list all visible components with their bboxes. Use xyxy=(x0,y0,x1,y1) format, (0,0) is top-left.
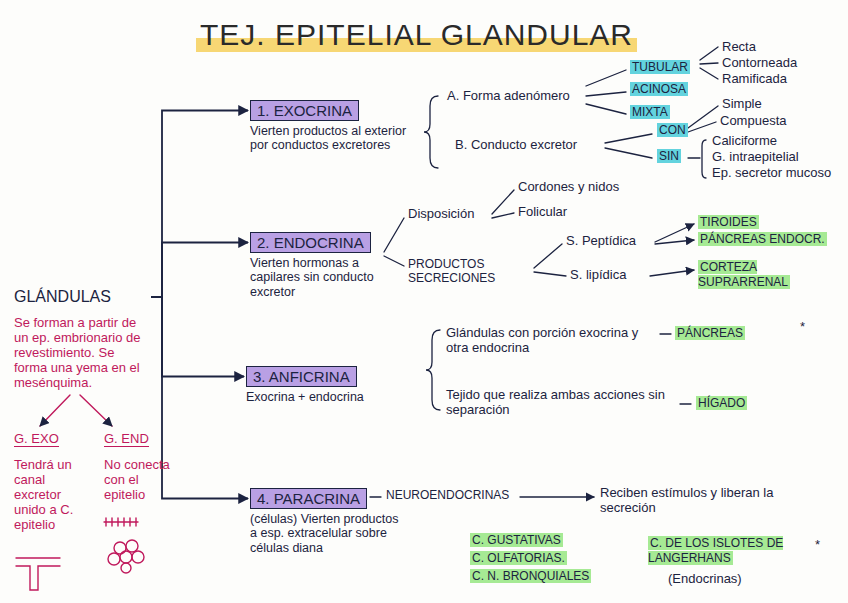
node-heading: GLÁNDULAS xyxy=(14,288,111,306)
branch-label: Simple xyxy=(722,96,762,111)
arrow-line xyxy=(650,270,694,276)
node-description: Se forman a partir de un ep. embrionario… xyxy=(14,316,148,391)
node-heading: 4. PARACRINA xyxy=(250,488,367,509)
branch-label: Reciben estímulos y liberan la secreción xyxy=(600,485,773,515)
branch-label: Glándulas con porción exocrina y otra en… xyxy=(446,325,638,355)
branch-label: Contorneada xyxy=(722,55,797,70)
branch-label: (Endocrinas) xyxy=(668,571,742,586)
node-heading: 3. ANFICRINA xyxy=(246,366,357,387)
branch-line xyxy=(700,47,718,79)
curly-brace xyxy=(688,140,706,178)
branch-label: Folicular xyxy=(518,204,567,219)
epithelium-line xyxy=(106,518,136,526)
branch-label: PÁNCREAS xyxy=(675,326,745,340)
branch-label: Ep. secretor mucoso xyxy=(712,165,831,180)
branch-label: Recta xyxy=(722,39,756,54)
node-description: Vierten productos al exterior por conduc… xyxy=(250,124,415,153)
branch-label: C. DE LOS ISLOTES DE LANGERHANS xyxy=(648,536,783,565)
endocrine-gland-icon xyxy=(108,540,144,573)
epithelium-line xyxy=(104,521,138,522)
arrow-line xyxy=(80,395,112,426)
curly-brace xyxy=(426,330,440,410)
branch-label: B. Conducto excretor xyxy=(455,137,577,152)
branch-label: Caliciforme xyxy=(712,133,777,148)
exocrine-gland-icon xyxy=(16,558,60,590)
arrow-line xyxy=(520,496,594,497)
root-topic: GLÁNDULAS Se forman a partir de un ep. em… xyxy=(14,288,148,391)
curly-brace xyxy=(424,96,438,168)
node-description: Vierten hormonas a capilares sin conduct… xyxy=(250,256,380,299)
dash-line xyxy=(370,496,381,497)
branch-line xyxy=(586,70,626,114)
branch-label: SIN xyxy=(657,149,681,163)
branch-label: Tendrá un canal excretor unido a C. epit… xyxy=(14,457,73,532)
branch-label: * xyxy=(815,537,820,552)
branch-label: G. intraepitelial xyxy=(712,149,799,164)
node-heading: 2. ENDOCRINA xyxy=(250,232,371,253)
branch-label: HÍGADO xyxy=(696,396,747,410)
branch-label: Ramificada xyxy=(722,71,787,86)
branch-line xyxy=(534,244,566,276)
branch-label: PRODUCTOS SECRECIONES xyxy=(408,257,495,285)
node-description: Exocrina + endocrina xyxy=(246,390,416,404)
branch-label: MIXTA xyxy=(630,105,670,119)
branch-line xyxy=(688,106,718,132)
category-box: 1. EXOCRINA Vierten productos al exterior… xyxy=(250,100,415,153)
branch-label: TUBULAR xyxy=(630,60,690,74)
node-heading: 1. EXOCRINA xyxy=(250,100,359,121)
branch-label: PÁNCREAS ENDOCR. xyxy=(698,232,827,246)
branch-label: S. lipídica xyxy=(570,267,626,282)
branch-label: S. Peptídica xyxy=(566,233,636,248)
branch-label: CON xyxy=(657,123,688,137)
branch-label: A. Forma adenómero xyxy=(447,88,570,103)
branch-label: Disposición xyxy=(408,206,474,221)
page-title: TEJ. EPITELIAL GLANDULAR xyxy=(196,18,637,52)
node-description: (células) Vierten productos a esp. extra… xyxy=(250,512,400,555)
category-box: 2. ENDOCRINA Vierten hormonas a capilares… xyxy=(250,232,380,299)
branch-line xyxy=(384,218,404,266)
branch-label: * xyxy=(800,319,805,334)
arrow-line xyxy=(655,240,694,244)
branch-label: G. EXO xyxy=(14,431,59,447)
branch-label: ACINOSA xyxy=(630,82,688,96)
branch-label: C. GUSTATIVAS xyxy=(470,533,563,547)
branch-label: TIROIDES xyxy=(698,215,759,229)
branch-arrow xyxy=(151,297,244,377)
branch-arrow xyxy=(151,243,248,298)
arrow-line xyxy=(655,224,694,242)
branch-label: C. N. BRONQUIALES xyxy=(470,569,591,583)
branch-label: Compuesta xyxy=(720,113,786,128)
branch-label: C. OLFATORIAS. xyxy=(470,551,567,565)
branch-arrow xyxy=(151,111,248,298)
branch-label: CORTEZA SUPRARRENAL xyxy=(698,260,790,289)
branch-line xyxy=(492,190,514,218)
category-box: 3. ANFICRINA Exocrina + endocrina xyxy=(246,366,416,404)
branch-label: Cordones y nidos xyxy=(518,179,619,194)
branch-line xyxy=(605,134,652,158)
branch-label: G. END xyxy=(104,431,149,447)
branch-label: NEUROENDOCRINAS xyxy=(386,488,509,502)
branch-label: No conecta con el epitelio xyxy=(104,457,170,502)
branch-label: Tejido que realiza ambas acciones sin se… xyxy=(446,387,665,417)
arrow-line xyxy=(40,395,70,426)
category-box: 4. PARACRINA (células) Vierten productos … xyxy=(250,488,400,555)
